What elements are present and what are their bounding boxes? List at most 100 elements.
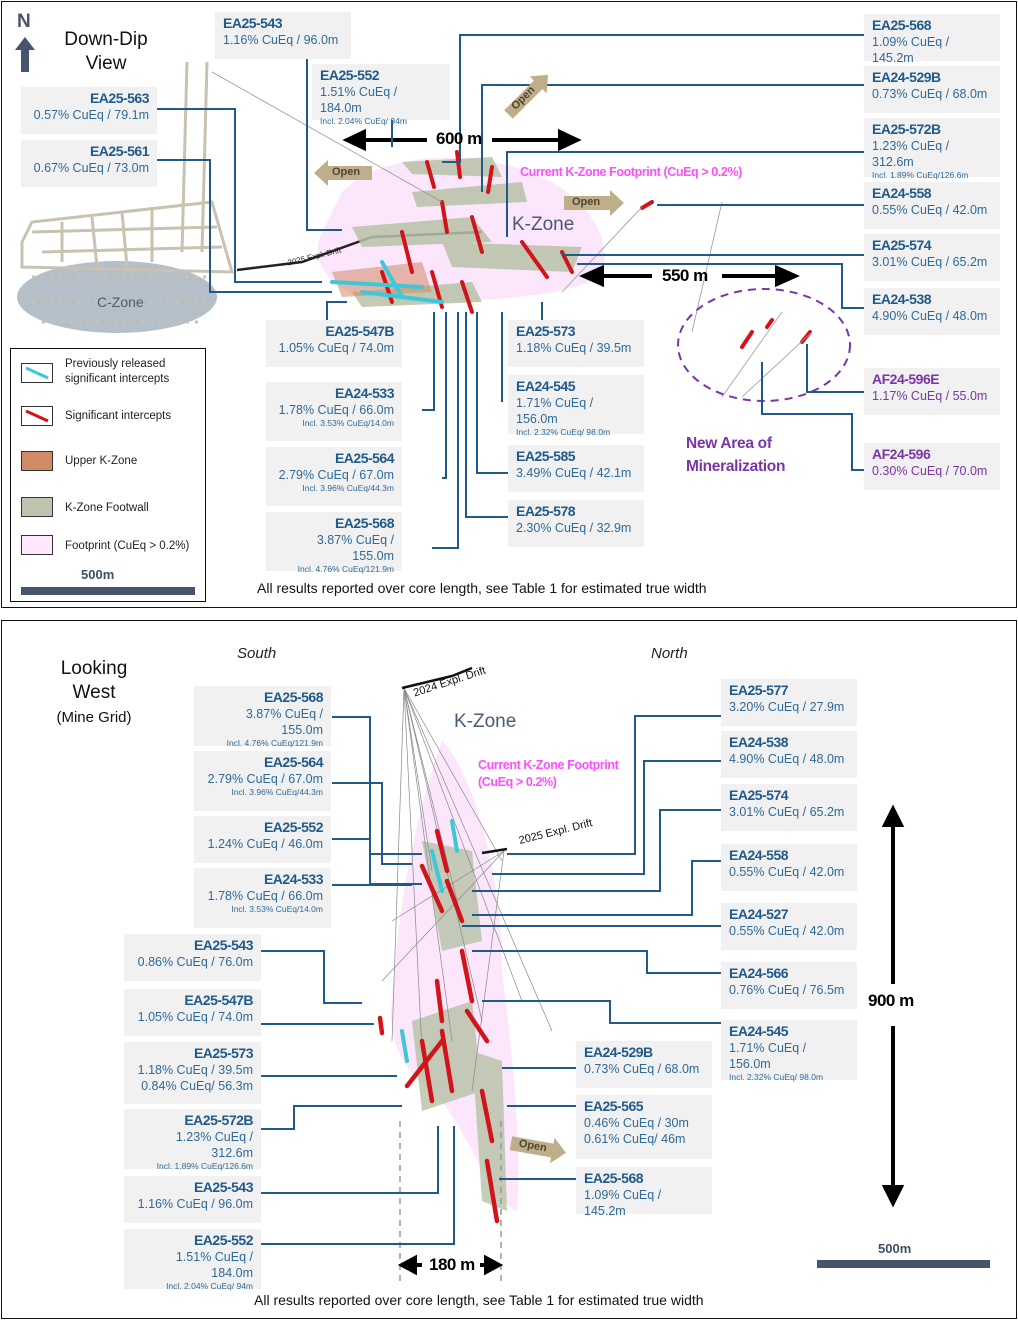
grade-text: 2.79% CuEq / 67.0m — [207, 772, 323, 786]
grade-text: 3.49% CuEq / 42.1m — [516, 466, 632, 480]
hole-id: EA25-552 — [193, 1232, 254, 1248]
intercept-label: EA25-561 0.67% CuEq / 73.0m — [21, 140, 157, 187]
open-arrow-north: Open — [508, 1130, 569, 1170]
scale-label: 500m — [81, 567, 115, 582]
footnote: All results reported over core length, s… — [254, 1292, 704, 1308]
grade-text: 0.86% CuEq / 76.0m — [137, 955, 253, 969]
footnote: All results reported over core length, s… — [257, 580, 707, 596]
south-label: South — [237, 645, 277, 662]
grade-text: 3.01% CuEq / 65.2m — [729, 805, 845, 819]
intercept-label: EA24-538 4.90% CuEq / 48.0m — [721, 731, 857, 778]
intercept-label: EA25-574 3.01% CuEq / 65.2m — [721, 784, 857, 831]
including-text: Incl. 4.76% CuEq/121.9m — [226, 738, 323, 748]
intercept-label: EA24-558 0.55% CuEq / 42.0m — [864, 182, 1000, 229]
intercept-label: EA24-545 1.71% CuEq / 156.0m Incl. 2.32%… — [508, 375, 644, 437]
grade-text-2: 0.84% CuEq/ 56.3m — [141, 1079, 253, 1093]
intercept-label: EA25-564 2.79% CuEq / 67.0m Incl. 3.96% … — [194, 751, 331, 811]
hole-id: EA24-529B — [872, 69, 941, 85]
legend-label-upper-k-zone: Upper K-Zone — [65, 455, 138, 467]
hole-id: EA25-564 — [263, 754, 324, 770]
grade-text: 1.18% CuEq / 39.5m — [137, 1063, 253, 1077]
grade-text: 1.09% CuEq / 145.2m — [872, 35, 950, 65]
view-title-line1: Looking — [60, 658, 128, 679]
intercept-label: EA25-543 1.16% CuEq / 96.0m — [124, 1176, 261, 1223]
hole-id: EA25-552 — [263, 819, 324, 835]
open-arrow-northeast: Open — [500, 66, 560, 126]
intercept-label: EA25-568 1.09% CuEq / 145.2m — [576, 1167, 712, 1218]
intercept-label: EA25-552 1.51% CuEq / 184.0m Incl. 2.04%… — [124, 1229, 261, 1291]
hole-id: EA25-543 — [223, 15, 283, 31]
down-dip-drawing — [15, 34, 867, 549]
intercept-label: EA25-578 2.30% CuEq / 32.9m — [508, 500, 644, 547]
hole-id: EA25-578 — [516, 503, 576, 519]
width-guides — [399, 1121, 502, 1286]
legend-swatch-significant — [21, 406, 53, 426]
grade-text: 3.87% CuEq / 155.0m — [245, 707, 323, 737]
legend-text: significant intercepts — [65, 373, 170, 385]
footprint-label: Current K-Zone Footprint (CuEq > 0.2%) — [520, 165, 742, 179]
intercept-label: EA25-563 0.57% CuEq / 79.1m — [21, 87, 157, 134]
legend-text: Previously released — [65, 358, 166, 370]
grade-text: 3.20% CuEq / 27.9m — [729, 700, 845, 714]
grade-text: 0.57% CuEq / 79.1m — [33, 108, 149, 122]
intercept-label: EA25-564 2.79% CuEq / 67.0m Incl. 3.96% … — [266, 447, 402, 506]
intercept-label: EA25-573 1.18% CuEq / 39.5m 0.84% CuEq/ … — [124, 1042, 261, 1104]
intercept-label: EA25-572B 1.23% CuEq / 312.6m Incl. 1.89… — [124, 1109, 261, 1171]
intercept-label: EA25-572B 1.23% CuEq / 312.6m Incl. 1.89… — [864, 118, 1000, 180]
intercept-label: EA24-533 1.78% CuEq / 66.0m Incl. 3.53% … — [266, 382, 402, 441]
upper-k-zone-lenses — [332, 262, 432, 297]
grade-text: 0.67% CuEq / 73.0m — [33, 161, 149, 175]
including-text: Incl. 2.04% CuEq/ 94m — [166, 1281, 253, 1291]
intercept-label: EA24-529B 0.73% CuEq / 68.0m — [576, 1041, 712, 1088]
legend-label-footprint: Footprint (CuEq > 0.2%) — [65, 540, 190, 552]
intercept-label: EA25-552 1.24% CuEq / 46.0m — [194, 816, 331, 863]
intercept-label: EA25-565 0.46% CuEq / 30m 0.61% CuEq/ 46… — [576, 1095, 712, 1159]
intercept-label: EA25-543 1.16% CuEq / 96.0m — [215, 12, 351, 59]
open-arrow-east: Open — [564, 190, 624, 221]
grade-text: 3.01% CuEq / 65.2m — [872, 255, 988, 269]
2024-drift-line — [401, 666, 473, 690]
k-zone-label: K-Zone — [512, 214, 575, 235]
grade-text: 0.73% CuEq / 68.0m — [872, 87, 988, 101]
legend-label-previous: Previously released significant intercep… — [65, 357, 169, 387]
legend-swatch-upper-k-zone — [21, 451, 53, 471]
intercept-label: EA25-547B 1.05% CuEq / 74.0m — [266, 320, 402, 367]
hole-id: EA24-538 — [872, 291, 932, 307]
grade-text: 0.55% CuEq / 42.0m — [729, 865, 845, 879]
north-arrow-icon — [15, 37, 35, 72]
significant-intercepts — [377, 828, 500, 1224]
intercept-label: EA25-573 1.18% CuEq / 39.5m — [508, 320, 644, 367]
grade-text: 1.05% CuEq / 74.0m — [137, 1010, 253, 1024]
intercept-label: EA24-538 4.90% CuEq / 48.0m — [864, 288, 1000, 335]
hole-id: EA24-529B — [584, 1044, 653, 1060]
grade-text: 1.51% CuEq / 184.0m — [175, 1250, 253, 1280]
including-text: Incl. 3.96% CuEq/44.3m — [302, 483, 394, 493]
hole-id: EA25-564 — [334, 450, 395, 466]
view-title-line2: West — [72, 682, 116, 703]
grade-text: 1.71% CuEq / 156.0m — [729, 1041, 807, 1071]
hole-id: EA25-573 — [516, 323, 576, 339]
intercept-label: EA25-568 3.87% CuEq / 155.0m Incl. 4.76%… — [194, 686, 331, 748]
grade-text: 0.55% CuEq / 42.0m — [729, 924, 845, 938]
section-drawing — [260, 666, 905, 1286]
intercept-label: EA25-574 3.01% CuEq / 65.2m — [864, 234, 1000, 281]
view-title-line2: View — [85, 53, 127, 74]
hole-id: EA25-568 — [334, 515, 395, 531]
grade-text: 1.24% CuEq / 46.0m — [207, 837, 323, 851]
previous-intercepts — [330, 260, 444, 304]
grade-text: 1.78% CuEq / 66.0m — [278, 403, 394, 417]
mine-workings — [20, 61, 235, 324]
open-label: Open — [332, 166, 361, 178]
grade-text: 1.16% CuEq / 96.0m — [137, 1197, 253, 1211]
scale-bar — [21, 587, 195, 595]
c-zone-area — [17, 261, 217, 333]
dimension-180m-label: 180 m — [429, 1255, 475, 1274]
grade-text: 1.16% CuEq / 96.0m — [223, 33, 339, 47]
hole-id: EA24-545 — [729, 1023, 789, 1039]
grade-text: 2.30% CuEq / 32.9m — [516, 521, 632, 535]
view-title-line1: Down-Dip — [64, 29, 148, 50]
hole-id: EA24-545 — [516, 378, 576, 394]
hole-id: EA25-543 — [193, 1179, 254, 1195]
hole-id: EA25-572B — [184, 1112, 253, 1128]
grade-text: 2.79% CuEq / 67.0m — [278, 468, 394, 482]
